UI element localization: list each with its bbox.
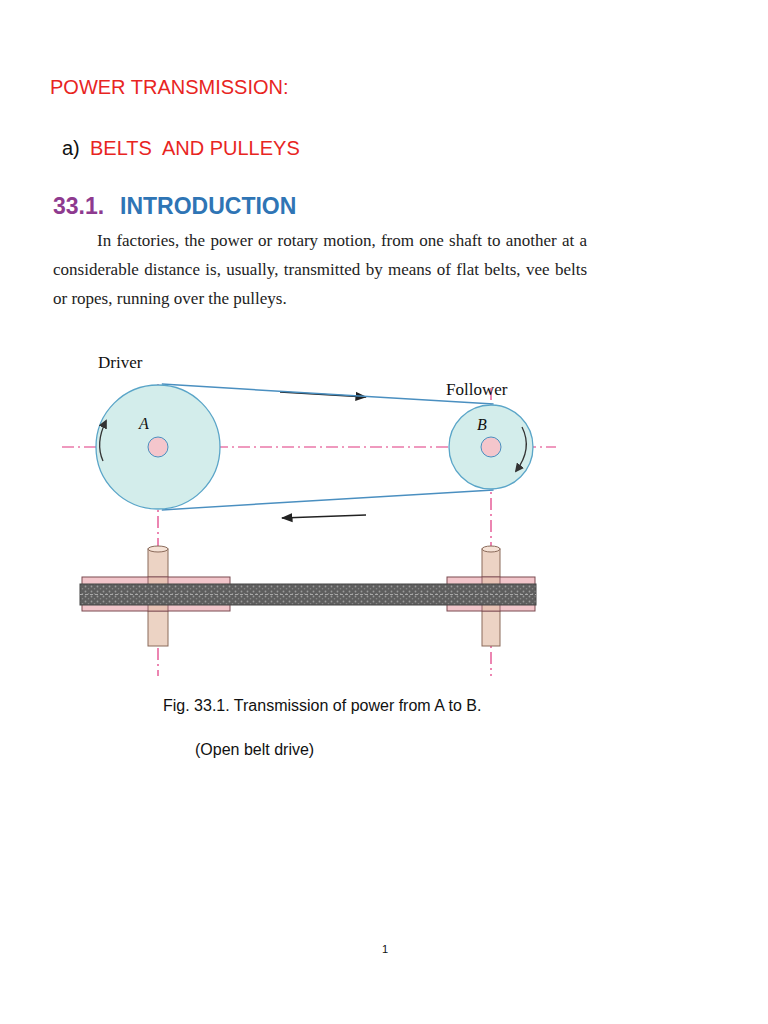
page-number: 1: [382, 943, 388, 955]
section-number: 33.1.: [53, 193, 104, 220]
section-heading: BELTS AND PULLEYS: [90, 137, 300, 160]
shaft-end: [148, 546, 168, 552]
pulley-face: [449, 405, 533, 489]
page-title: POWER TRANSMISSION:: [50, 76, 289, 99]
belt-run: [162, 384, 494, 404]
figure-caption: Fig. 33.1. Transmission of power from A …: [163, 697, 481, 715]
shaft-end: [482, 546, 500, 552]
list-marker: a): [62, 137, 80, 160]
point-letter: A: [139, 415, 149, 433]
belt-stitch: [80, 594, 536, 595]
figure-note: (Open belt drive): [195, 741, 314, 759]
pulley-hub: [481, 437, 501, 457]
belt-run: [162, 490, 494, 510]
belt-side-view: [80, 584, 536, 605]
rotation-arrow: [100, 421, 106, 461]
point-letter: B: [477, 416, 487, 434]
pulley: FollowerB: [448, 404, 534, 490]
part-name: Driver: [98, 353, 142, 373]
body-paragraph: In factories, the power or rotary motion…: [53, 226, 587, 313]
rotation-arrow: [516, 427, 526, 471]
pulley-outline: [95, 384, 221, 510]
pulley-hub: [148, 437, 168, 457]
section-heading: INTRODUCTION: [120, 193, 296, 220]
pulley-face: [96, 385, 220, 509]
direction-arrow: [282, 515, 366, 518]
part-name: Follower: [446, 380, 507, 400]
pulley: DriverA: [95, 384, 221, 510]
centre-lines: [62, 384, 556, 676]
pulley-outline: [448, 404, 534, 490]
